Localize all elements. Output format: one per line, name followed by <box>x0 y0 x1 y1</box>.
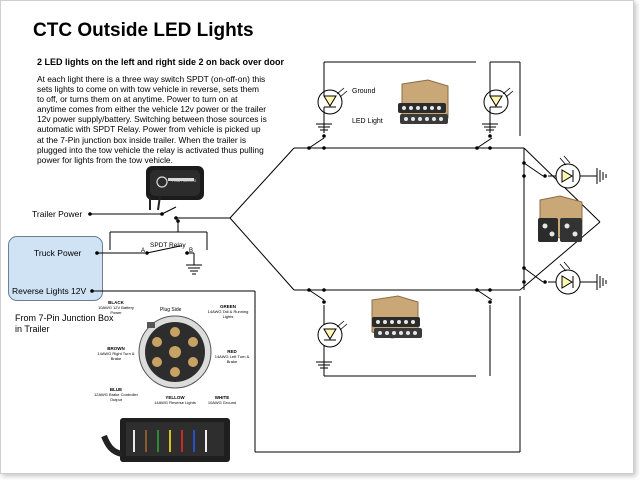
trailer-power-label: Trailer Power <box>32 209 83 219</box>
junction-box-image <box>101 418 230 462</box>
switch-contacts <box>88 134 547 304</box>
wire-network <box>90 61 601 453</box>
led-product-image-right <box>538 195 583 242</box>
relay-brand-text: FOUR MEGGG <box>172 179 197 183</box>
ground-label: Ground <box>352 88 376 95</box>
truck-connection-box <box>8 236 103 301</box>
truck-power-label: Truck Power <box>34 248 82 258</box>
led-light-label: LED Light <box>352 118 383 125</box>
reverse-lights-label: Reverse Lights 12V <box>12 286 87 296</box>
ground-symbols <box>186 116 607 369</box>
led-symbol-bottom-left <box>317 320 348 348</box>
plug-side-title: Plug Side <box>160 307 182 313</box>
ground-symbol-right-upper <box>596 168 607 184</box>
seven-pin-plug <box>138 315 212 389</box>
relay-terminal-b: B <box>189 248 194 254</box>
led-product-image-bottom <box>371 295 422 339</box>
spdt-relay-label: SPDT Relay <box>150 242 186 249</box>
led-symbol-right-lower <box>555 261 581 295</box>
junction-box-note: From 7-Pin Junction Box in Trailer <box>15 313 114 334</box>
led-symbol-right-upper <box>555 155 581 189</box>
diagram-frame <box>0 0 634 474</box>
led-product-image-top <box>398 79 449 124</box>
ground-symbol-right-lower <box>596 274 607 290</box>
led-symbol-top-left <box>317 80 348 116</box>
page-title: CTC Outside LED Lights <box>33 20 254 41</box>
relay-product-image <box>146 166 204 211</box>
relay-terminal-a: A <box>141 248 146 254</box>
description-text: At each light there is a three way switc… <box>37 74 267 165</box>
led-symbol-top-right <box>483 80 514 116</box>
page-subtitle: 2 LED lights on the left and right side … <box>37 57 285 67</box>
ground-symbol-relay <box>186 264 202 275</box>
